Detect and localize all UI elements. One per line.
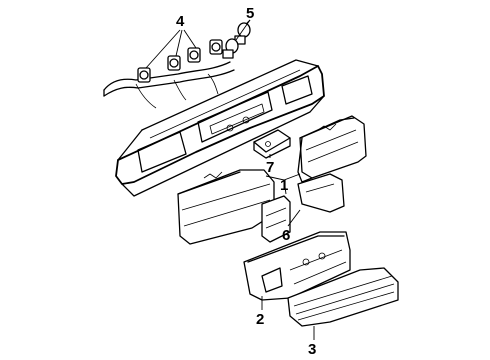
bulb-socket-group xyxy=(137,39,223,83)
tail-lamp-housing xyxy=(243,231,351,301)
bulb-socket xyxy=(209,39,223,55)
side-marker-lamp xyxy=(297,173,345,213)
bulb-socket xyxy=(137,67,151,83)
bulb-group xyxy=(222,22,251,59)
bulb-socket xyxy=(187,47,201,63)
callout-5: 5 xyxy=(246,5,254,22)
callout-2: 2 xyxy=(256,311,264,328)
tail-lamp-lens xyxy=(287,267,399,327)
bulb-socket xyxy=(167,55,181,71)
callout-3: 3 xyxy=(308,341,316,358)
bulb xyxy=(234,22,251,45)
wiring-harness xyxy=(103,61,235,109)
upper-right-lamp xyxy=(297,115,367,183)
center-marker-lamp xyxy=(261,195,291,243)
callout-1: 1 xyxy=(280,177,288,194)
callout-4: 4 xyxy=(176,13,185,30)
callout-6: 6 xyxy=(282,227,290,244)
callout-7: 7 xyxy=(266,159,274,176)
left-lamp-assembly xyxy=(177,169,275,245)
lamp-bracket xyxy=(253,129,291,159)
leader-lines xyxy=(145,19,315,340)
bulb xyxy=(222,38,239,59)
rear-body-panel xyxy=(115,59,325,197)
